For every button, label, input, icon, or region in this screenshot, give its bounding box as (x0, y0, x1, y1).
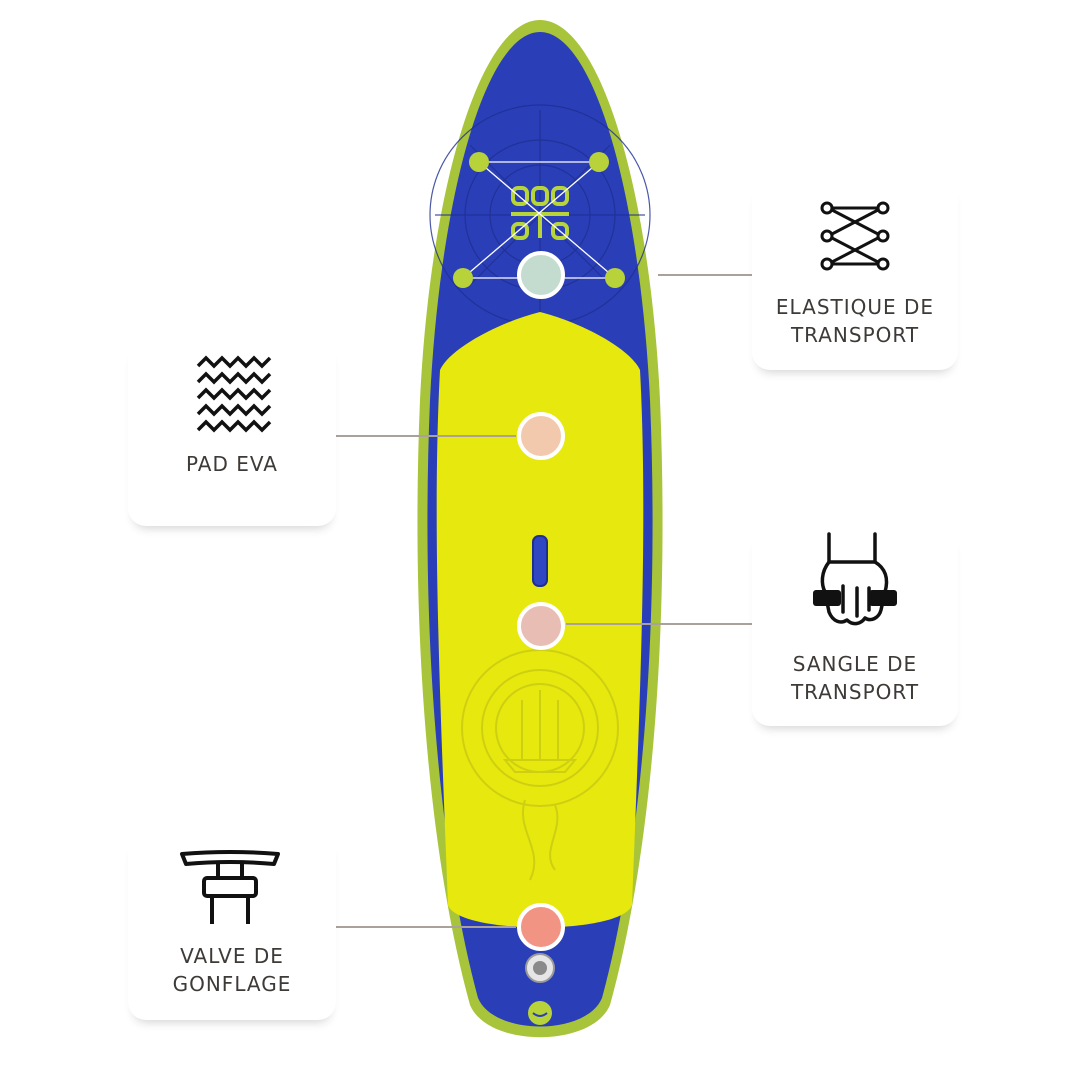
d-rings (453, 152, 625, 288)
marker-valve (517, 903, 565, 951)
feature-label-pad: PAD EVA (186, 452, 278, 476)
feature-label-valve-line2: GONFLAGE (172, 972, 292, 996)
marker-handle (517, 602, 565, 650)
feature-card-pad: PAD EVA (128, 340, 336, 526)
feature-label-handle-line1: SANGLE DE (792, 652, 918, 676)
carry-handle-icon (813, 532, 897, 626)
feature-card-valve: VALVE DE GONFLAGE (128, 834, 336, 1020)
feature-markers (517, 251, 565, 951)
marker-pad (517, 412, 565, 460)
fin-box (528, 1001, 552, 1025)
marker-elastic (517, 251, 565, 299)
brand-logo (511, 186, 569, 240)
ship-wheel-engraving (461, 649, 619, 881)
feature-card-handle: SANGLE DE TRANSPORT (752, 528, 958, 726)
connector-lines (330, 274, 758, 928)
valve-icon (180, 850, 280, 924)
feature-card-elastic: ELASTIQUE DE TRANSPORT (752, 180, 958, 370)
feature-label-valve-line1: VALVE DE (180, 944, 284, 968)
bungee-cord-icon (820, 201, 890, 271)
feature-label-handle-line2: TRANSPORT (790, 680, 920, 704)
eva-pad-pattern-icon (196, 355, 272, 433)
feature-label-elastic-line2: TRANSPORT (790, 323, 920, 347)
carry-handle (532, 535, 548, 587)
feature-label-elastic-line1: ELASTIQUE DE (775, 295, 935, 319)
